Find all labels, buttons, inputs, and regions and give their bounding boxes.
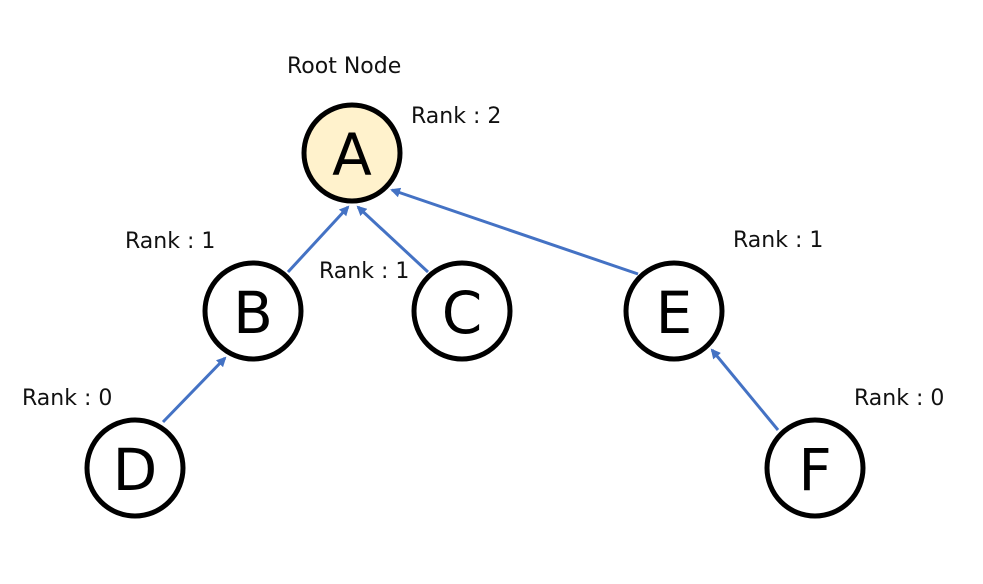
edge-f-to-e <box>710 348 780 431</box>
node-b-letter: B <box>233 279 273 347</box>
edges <box>161 187 780 431</box>
node-e-circle <box>623 260 725 362</box>
node-a-letter: A <box>332 121 372 189</box>
node-b-circle <box>202 260 304 362</box>
node-c-rank-label: Rank : 1 <box>319 259 409 284</box>
node-b: B <box>202 260 304 362</box>
edge-d-to-b <box>161 356 227 424</box>
node-d-rank-label: Rank : 0 <box>22 386 112 411</box>
node-f-circle <box>764 417 866 519</box>
node-a-rank-label: Rank : 2 <box>411 104 501 129</box>
node-e-rank-label: Rank : 1 <box>733 228 823 253</box>
node-c-letter: C <box>442 279 483 347</box>
node-c: C <box>411 260 513 362</box>
node-d-letter: D <box>113 436 158 504</box>
node-a: A <box>301 102 403 204</box>
node-c-circle <box>411 260 513 362</box>
node-d-circle <box>84 417 186 519</box>
node-d: D <box>84 417 186 519</box>
node-a-circle <box>301 102 403 204</box>
node-e-letter: E <box>656 279 693 347</box>
edge-c-to-a <box>356 205 430 274</box>
root-node-caption: Root Node <box>287 54 401 79</box>
node-b-rank-label: Rank : 1 <box>125 229 215 254</box>
node-f-rank-label: Rank : 0 <box>854 386 944 411</box>
node-e: E <box>623 260 725 362</box>
node-f: F <box>764 417 866 519</box>
node-f-letter: F <box>798 436 831 504</box>
edge-e-to-a <box>390 187 639 276</box>
edge-b-to-a <box>286 205 350 274</box>
